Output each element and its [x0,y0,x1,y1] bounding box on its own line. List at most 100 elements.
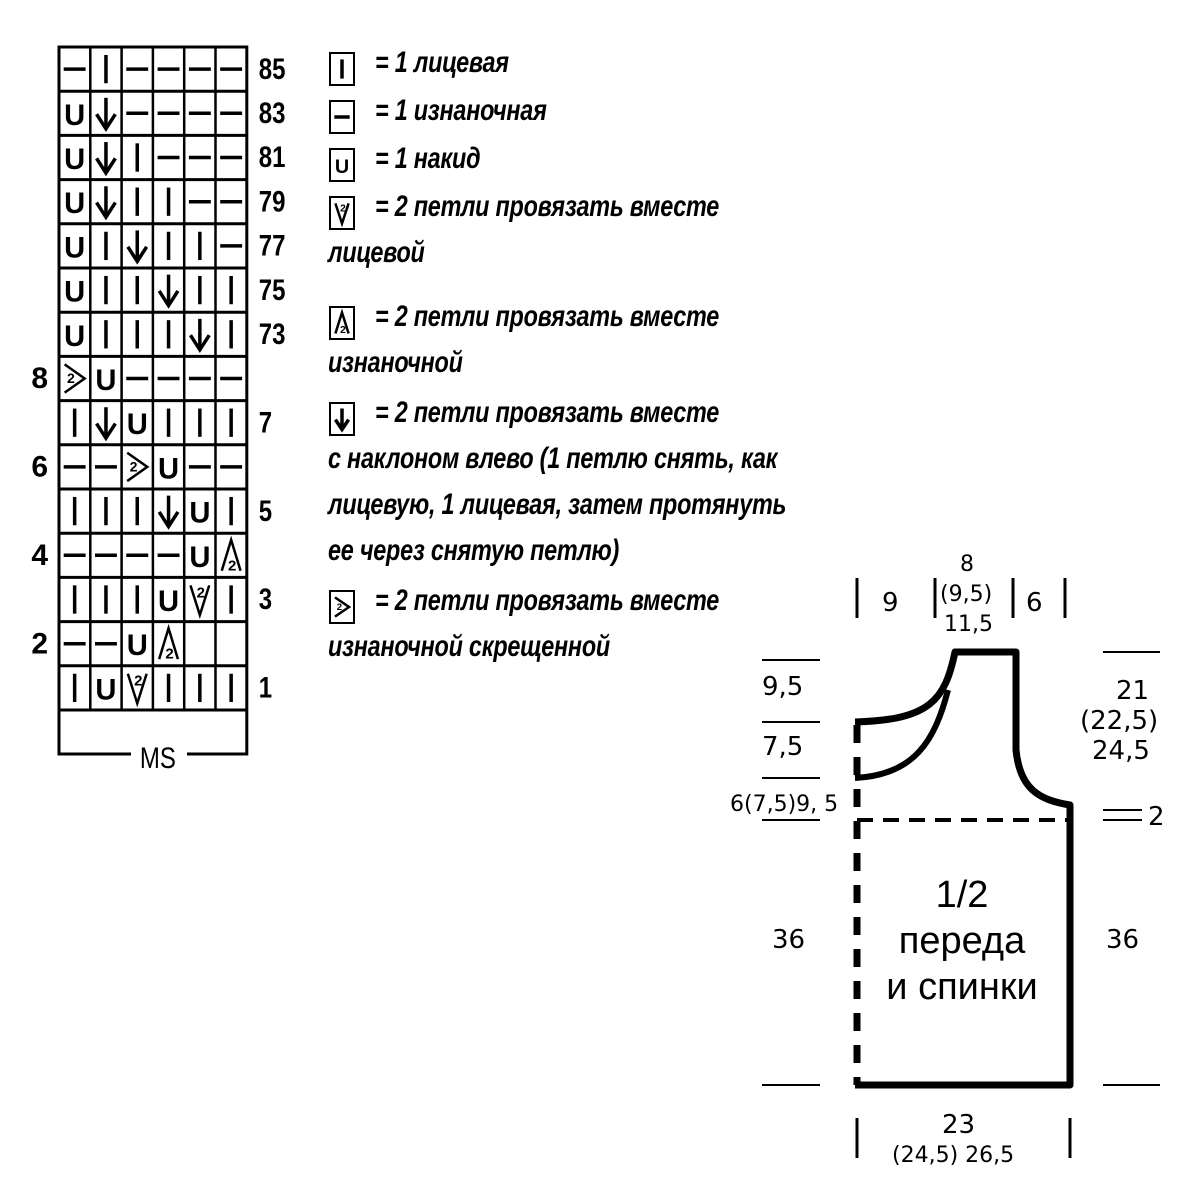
chart-cell: 2 [220,535,242,574]
legend-symbol-icon: 2 [329,306,355,340]
row-number-right: 7 [259,405,272,439]
chart-cell: U [64,232,85,264]
legend-symbol-icon [329,100,355,134]
svg-text:U: U [64,144,85,176]
svg-text:U: U [127,630,148,662]
chart-cell [95,407,117,442]
chart-cell: U [95,365,116,397]
legend-text: = 1 изнаночная [375,94,547,127]
legend-text: = 2 петли провязать вместе [375,396,720,429]
legend-text-continued: изнаночной [328,346,463,379]
svg-text:2: 2 [67,370,75,386]
svg-text:2: 2 [228,557,236,574]
row-number-left: 6 [31,451,48,484]
dim-top-left: 9 [882,588,899,618]
chart-cell: U [189,542,210,574]
svg-text:U: U [64,100,85,132]
row-number-right: 81 [259,140,286,174]
svg-text:U: U [158,586,179,618]
front-neckline-curve [854,689,951,781]
svg-text:U: U [64,232,85,264]
legend-text-continued: лицевой [328,236,425,269]
dim-top-right: 6 [1026,588,1043,618]
svg-text:U: U [64,277,85,309]
svg-text:2: 2 [130,458,138,474]
legend-text: = 1 накид [375,142,481,175]
chart-cell [95,186,117,221]
row-number-left: 8 [31,362,48,395]
dim-top-mid-2: (9,5) [940,582,993,607]
chart-cell: 2 [157,623,180,663]
svg-text:2: 2 [134,673,142,690]
chart-cell: U [95,674,116,706]
dim-left-4: 36 [772,925,806,955]
dim-left-1: 9,5 [762,672,804,702]
row-number-right: 73 [259,316,286,350]
dim-left-2: 7,5 [762,732,804,762]
row-number-right: 1 [259,670,272,704]
legend-symbol-icon: U [329,148,355,182]
legend-text-continued: ее через снятую петлю) [328,534,620,567]
row-number-right: 79 [259,184,286,218]
dim-right-5: 36 [1106,925,1140,955]
chart-cell [188,318,211,354]
legend-text-continued: лицевую, 1 лицевая, затем протянуть [328,488,787,521]
chart-cell [95,142,117,177]
legend-text-continued: изнаночной скрещенной [328,630,610,663]
dim-top-mid-1: 8 [960,552,974,577]
legend-symbol-icon [329,402,355,436]
chart-cell: U [64,277,85,309]
schematic-title-line2: переда [898,920,1026,962]
row-number-right: 77 [259,228,286,262]
svg-text:2: 2 [337,602,342,613]
chart-cell: 2 [63,363,87,394]
svg-text:U: U [95,674,116,706]
svg-text:U: U [189,542,210,574]
chart-cell [157,274,180,309]
dim-right-4: 2 [1148,802,1165,832]
repeat-label: MS [140,740,176,774]
schematic-title-line1: 1/2 [935,874,989,916]
legend-symbol-icon: 2 [329,590,355,624]
row-number-right: 85 [259,51,286,85]
chart-cell [95,97,117,133]
chart-cell [126,230,149,265]
legend-text-continued: с наклоном влево (1 петлю снять, как [328,442,778,475]
schematic-title: 1/2 переда и спинки [862,872,1062,1010]
row-number-right: 5 [259,493,272,527]
schematic-solid-outline [854,648,1074,1089]
svg-text:2: 2 [340,204,346,215]
legend-symbol-icon [329,52,355,86]
svg-text:U: U [64,188,85,220]
svg-text:U: U [189,498,210,530]
chart-cell: U [64,188,85,220]
legend-text: = 2 петли провязать вместе [375,300,720,333]
dim-bottom-1: 23 [942,1110,976,1140]
chart-cell: U [158,586,179,618]
legend-text: = 2 петли провязать вместе [375,190,720,223]
row-number-right: 3 [259,582,272,616]
chart-cell [157,495,180,530]
chart-cell: 2 [126,451,150,483]
dim-bottom-2: (24,5) 26,5 [892,1143,1015,1168]
dim-top-mid-3: 11,5 [944,612,993,637]
svg-text:U: U [158,453,179,485]
chart-cell: U [64,321,85,353]
dim-right-2: (22,5) [1080,706,1159,736]
chart-cell: U [127,409,148,441]
row-number-right: 83 [259,95,286,129]
schematic-title-line3: и спинки [886,966,1038,1008]
garment-schematic-outline [762,578,1160,1158]
legend-text: = 1 лицевая [375,46,509,79]
row-number-left: 2 [31,627,48,660]
chart-cell: 2 [126,673,148,708]
legend-symbol-icon: 2 [329,196,355,230]
dim-right-3: 24,5 [1092,736,1150,766]
chart-cell: U [64,144,85,176]
svg-text:U: U [95,365,116,397]
chart-cell: U [189,498,210,530]
dim-left-3: 6(7,5)9, 5 [730,792,839,817]
svg-text:2: 2 [165,646,173,663]
